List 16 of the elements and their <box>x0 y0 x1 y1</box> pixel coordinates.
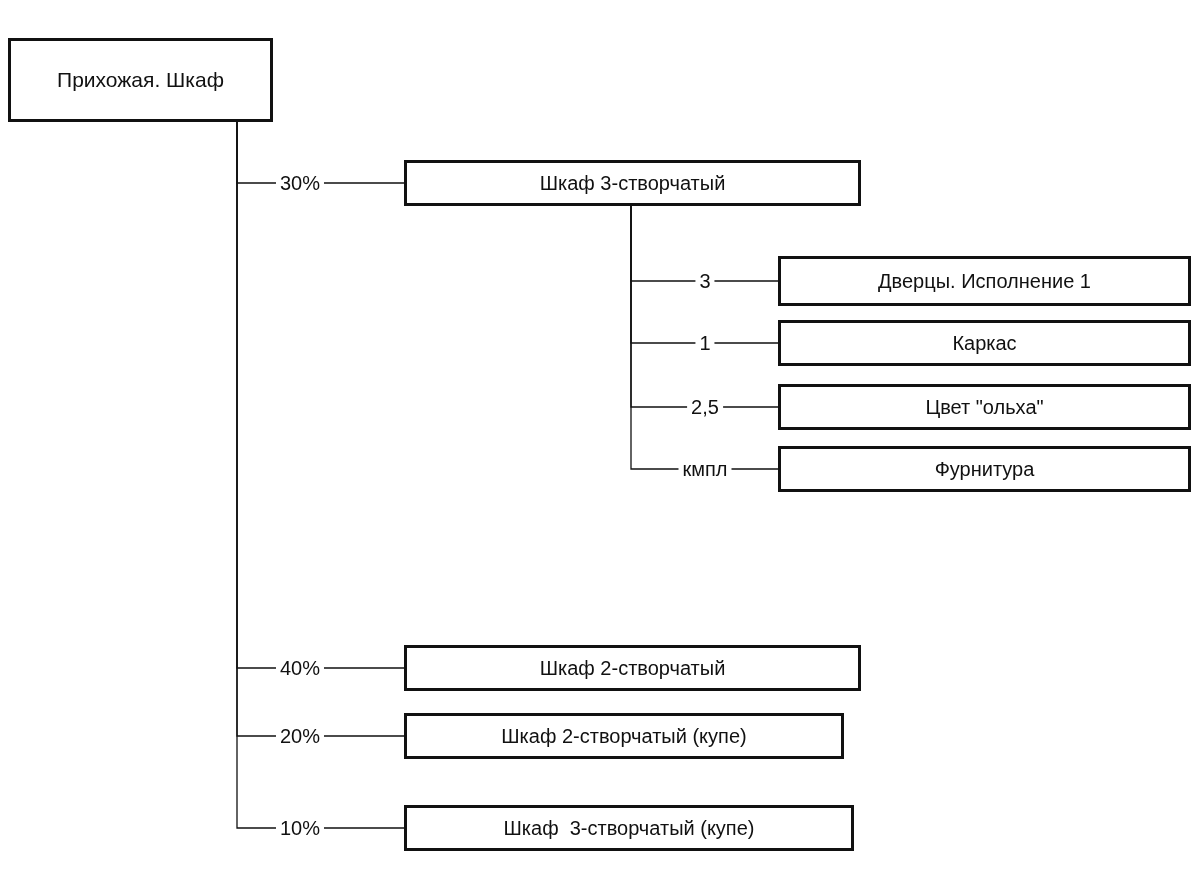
process-box: Каркас <box>778 320 1191 366</box>
process-box: Шкаф 3-створчатый (купе) <box>404 805 854 851</box>
process-box: Фурнитура <box>778 446 1191 492</box>
edge-label: 10% <box>276 818 324 838</box>
edge-label: 20% <box>276 726 324 746</box>
process-box: Дверцы. Исполнение 1 <box>778 256 1191 306</box>
process-box: Шкаф 3-створчатый <box>404 160 861 206</box>
edge-label: 1 <box>695 333 715 353</box>
edge-label: 30% <box>276 173 324 193</box>
process-box: Цвет "ольха" <box>778 384 1191 430</box>
process-box: Прихожая. Шкаф <box>8 38 273 122</box>
process-box: Шкаф 2-створчатый <box>404 645 861 691</box>
edge-label: 3 <box>695 271 715 291</box>
edge-label: 40% <box>276 658 324 678</box>
edge-label: 2,5 <box>687 397 723 417</box>
process-box: Шкаф 2-створчатый (купе) <box>404 713 844 759</box>
